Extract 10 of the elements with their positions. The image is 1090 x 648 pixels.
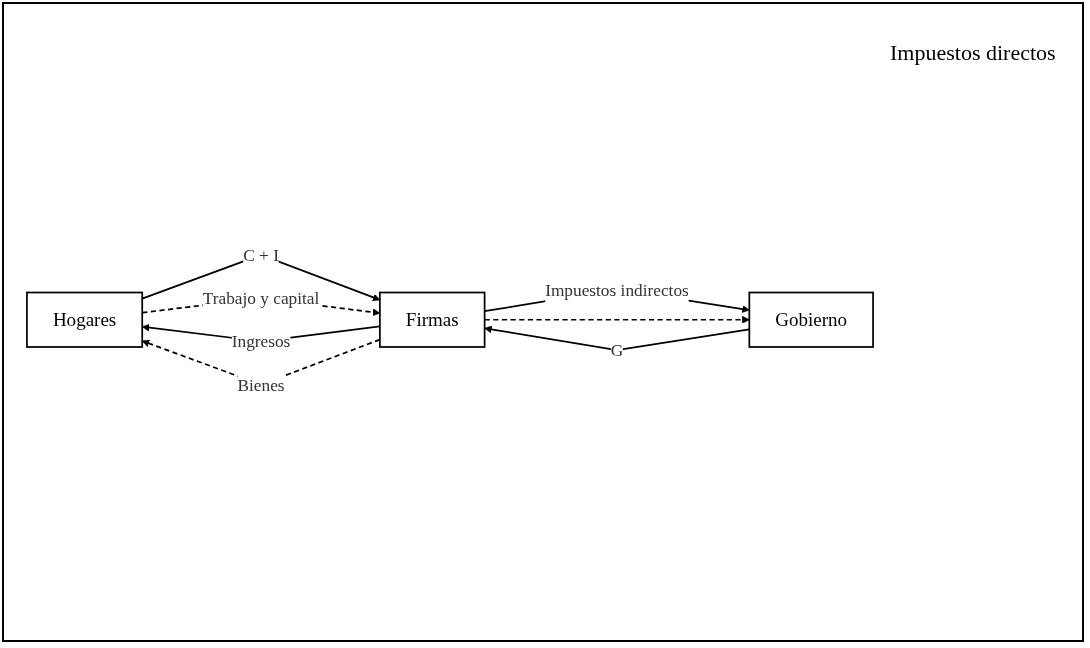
note-text: Impuestos directos: [890, 40, 1056, 66]
node-box: Hogares: [26, 291, 144, 349]
edge-label: Impuestos indirectos: [545, 280, 689, 300]
node-box: Firmas: [379, 291, 486, 349]
edge-label: Ingresos: [231, 332, 291, 352]
edge-label: C + I: [243, 245, 279, 265]
node-box: Gobierno: [748, 291, 874, 349]
edge-label: Bienes: [237, 375, 285, 395]
edge-label: G: [610, 340, 624, 360]
edge-label: Trabajo y capital: [202, 288, 320, 308]
